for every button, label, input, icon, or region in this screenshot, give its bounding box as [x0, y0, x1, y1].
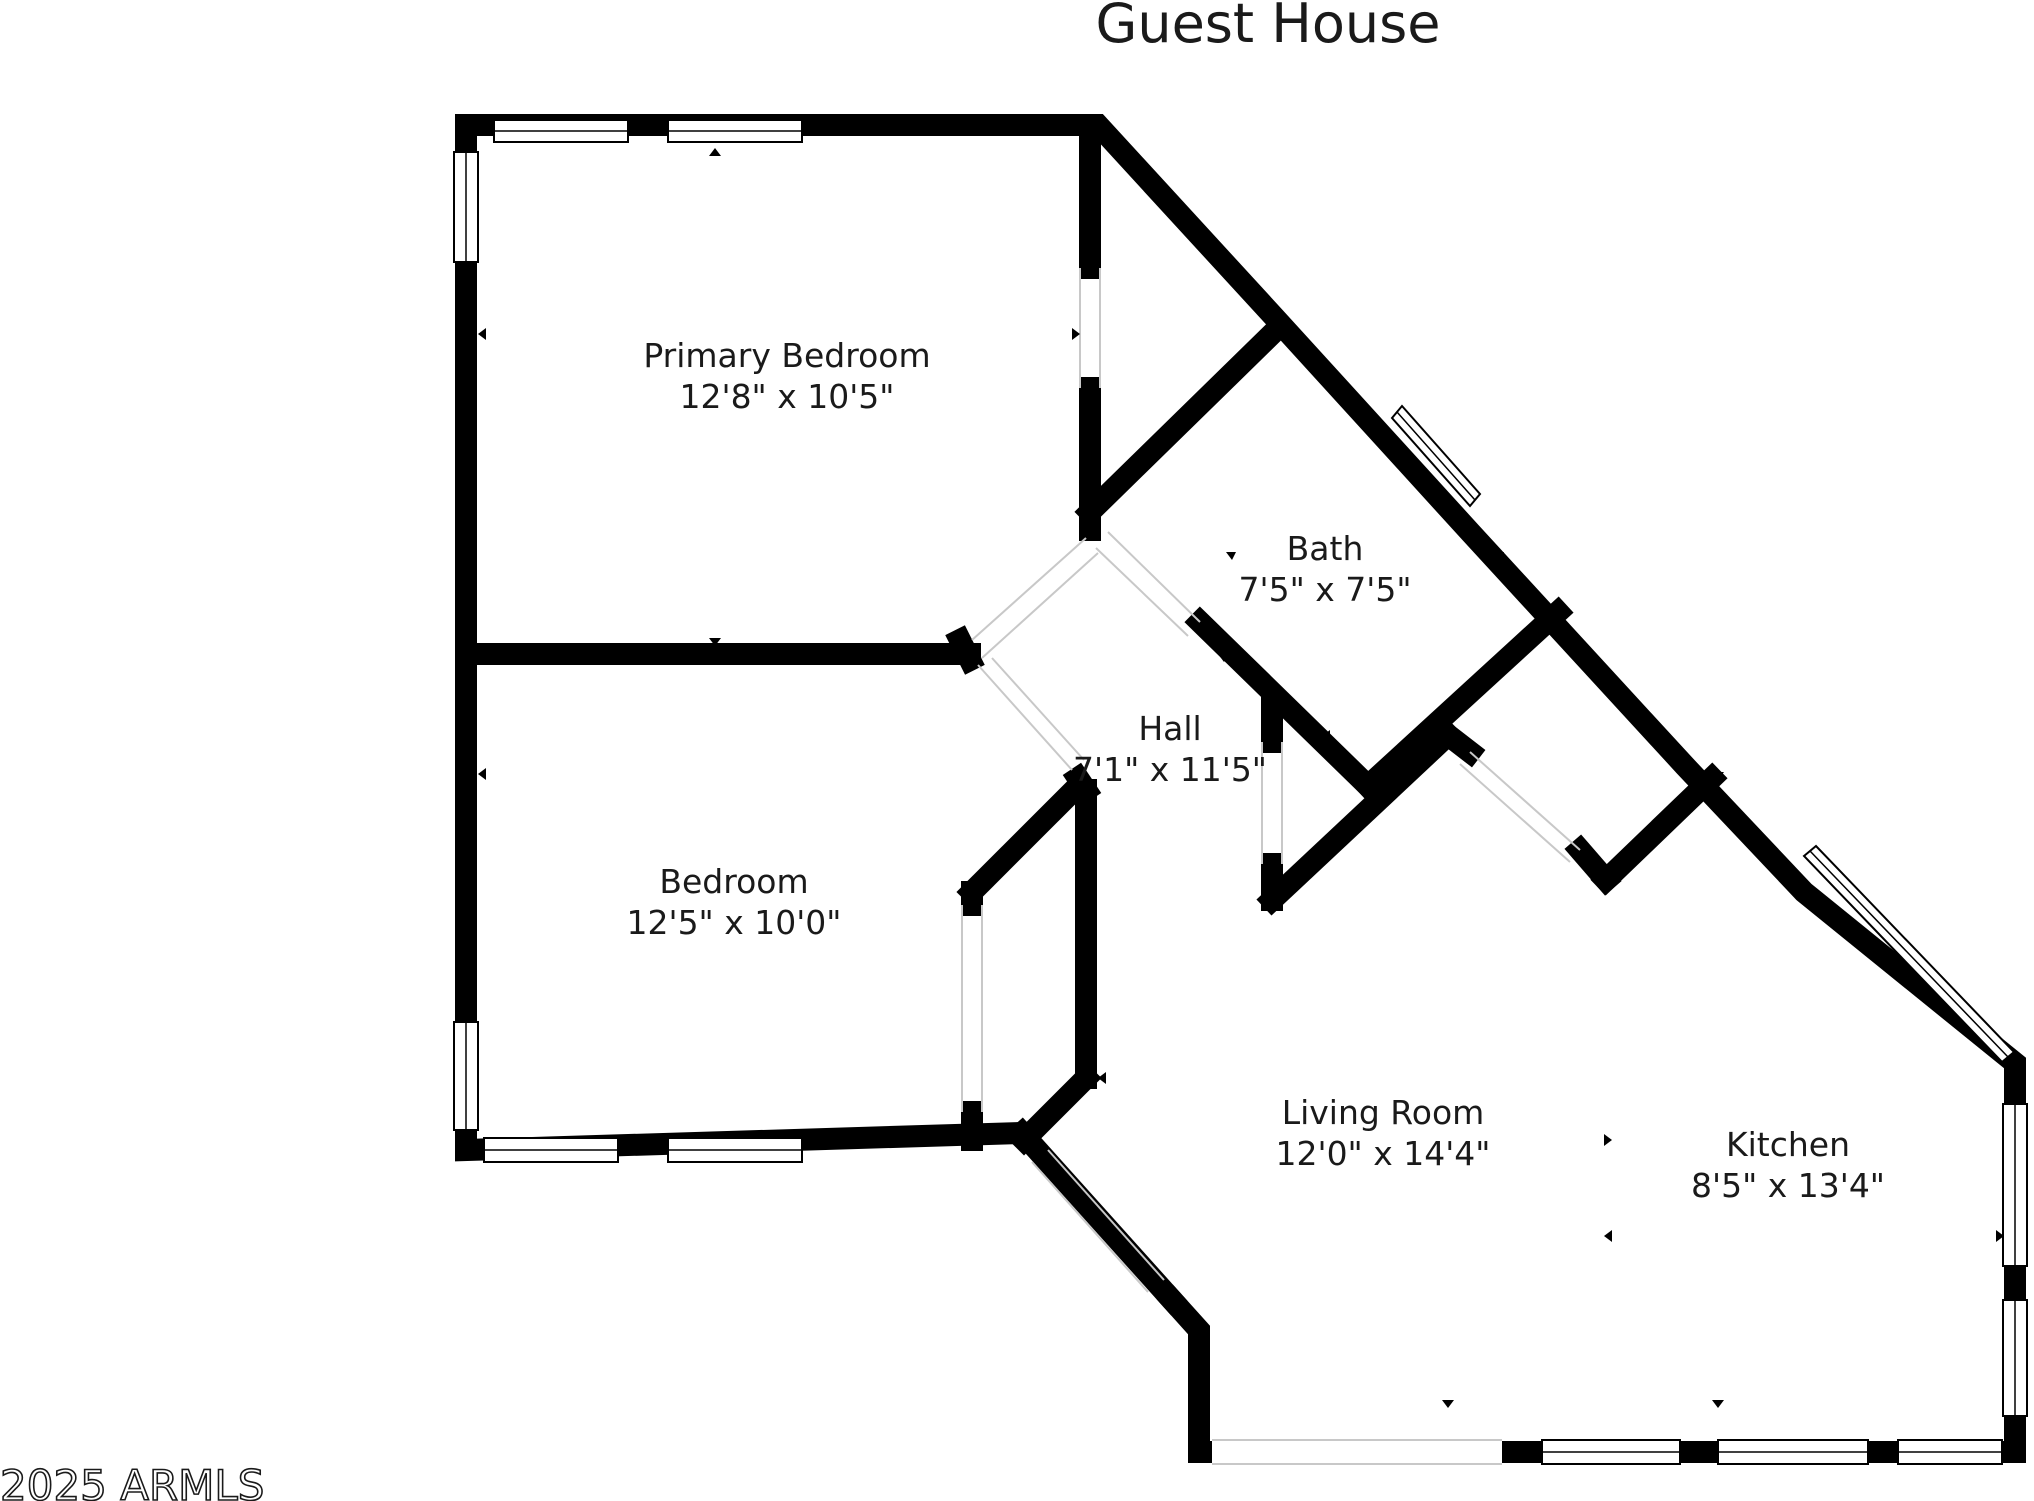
room-label-primary-bedroom: Primary Bedroom 12'8" x 10'5" — [643, 336, 930, 416]
room-size: 12'0" x 14'4" — [1276, 1134, 1491, 1173]
room-label-hall: Hall 7'1" x 11'5" — [1073, 709, 1267, 789]
copyright-text: 2025 ARMLS — [0, 1461, 264, 1501]
room-label-living-room: Living Room 12'0" x 14'4" — [1276, 1093, 1491, 1173]
room-name: Hall — [1138, 709, 1201, 748]
room-label-bedroom: Bedroom 12'5" x 10'0" — [627, 862, 842, 942]
room-name: Bedroom — [659, 862, 808, 901]
room-label-bath: Bath 7'5" x 7'5" — [1239, 529, 1412, 609]
room-size: 7'5" x 7'5" — [1239, 570, 1412, 609]
wall-markers — [478, 148, 2004, 1408]
room-size: 8'5" x 13'4" — [1691, 1166, 1885, 1205]
windows — [453, 119, 2028, 1465]
room-size: 12'8" x 10'5" — [680, 377, 895, 416]
room-name: Kitchen — [1726, 1125, 1850, 1164]
plan-title: Guest House — [1096, 0, 1441, 55]
room-name: Living Room — [1282, 1093, 1485, 1132]
interior-walls — [455, 134, 1728, 1156]
room-size: 7'1" x 11'5" — [1073, 750, 1267, 789]
room-label-kitchen: Kitchen 8'5" x 13'4" — [1691, 1125, 1885, 1205]
room-size: 12'5" x 10'0" — [627, 903, 842, 942]
room-name: Bath — [1287, 529, 1364, 568]
entry-door-opening — [1212, 1440, 1502, 1464]
room-name: Primary Bedroom — [643, 336, 930, 375]
